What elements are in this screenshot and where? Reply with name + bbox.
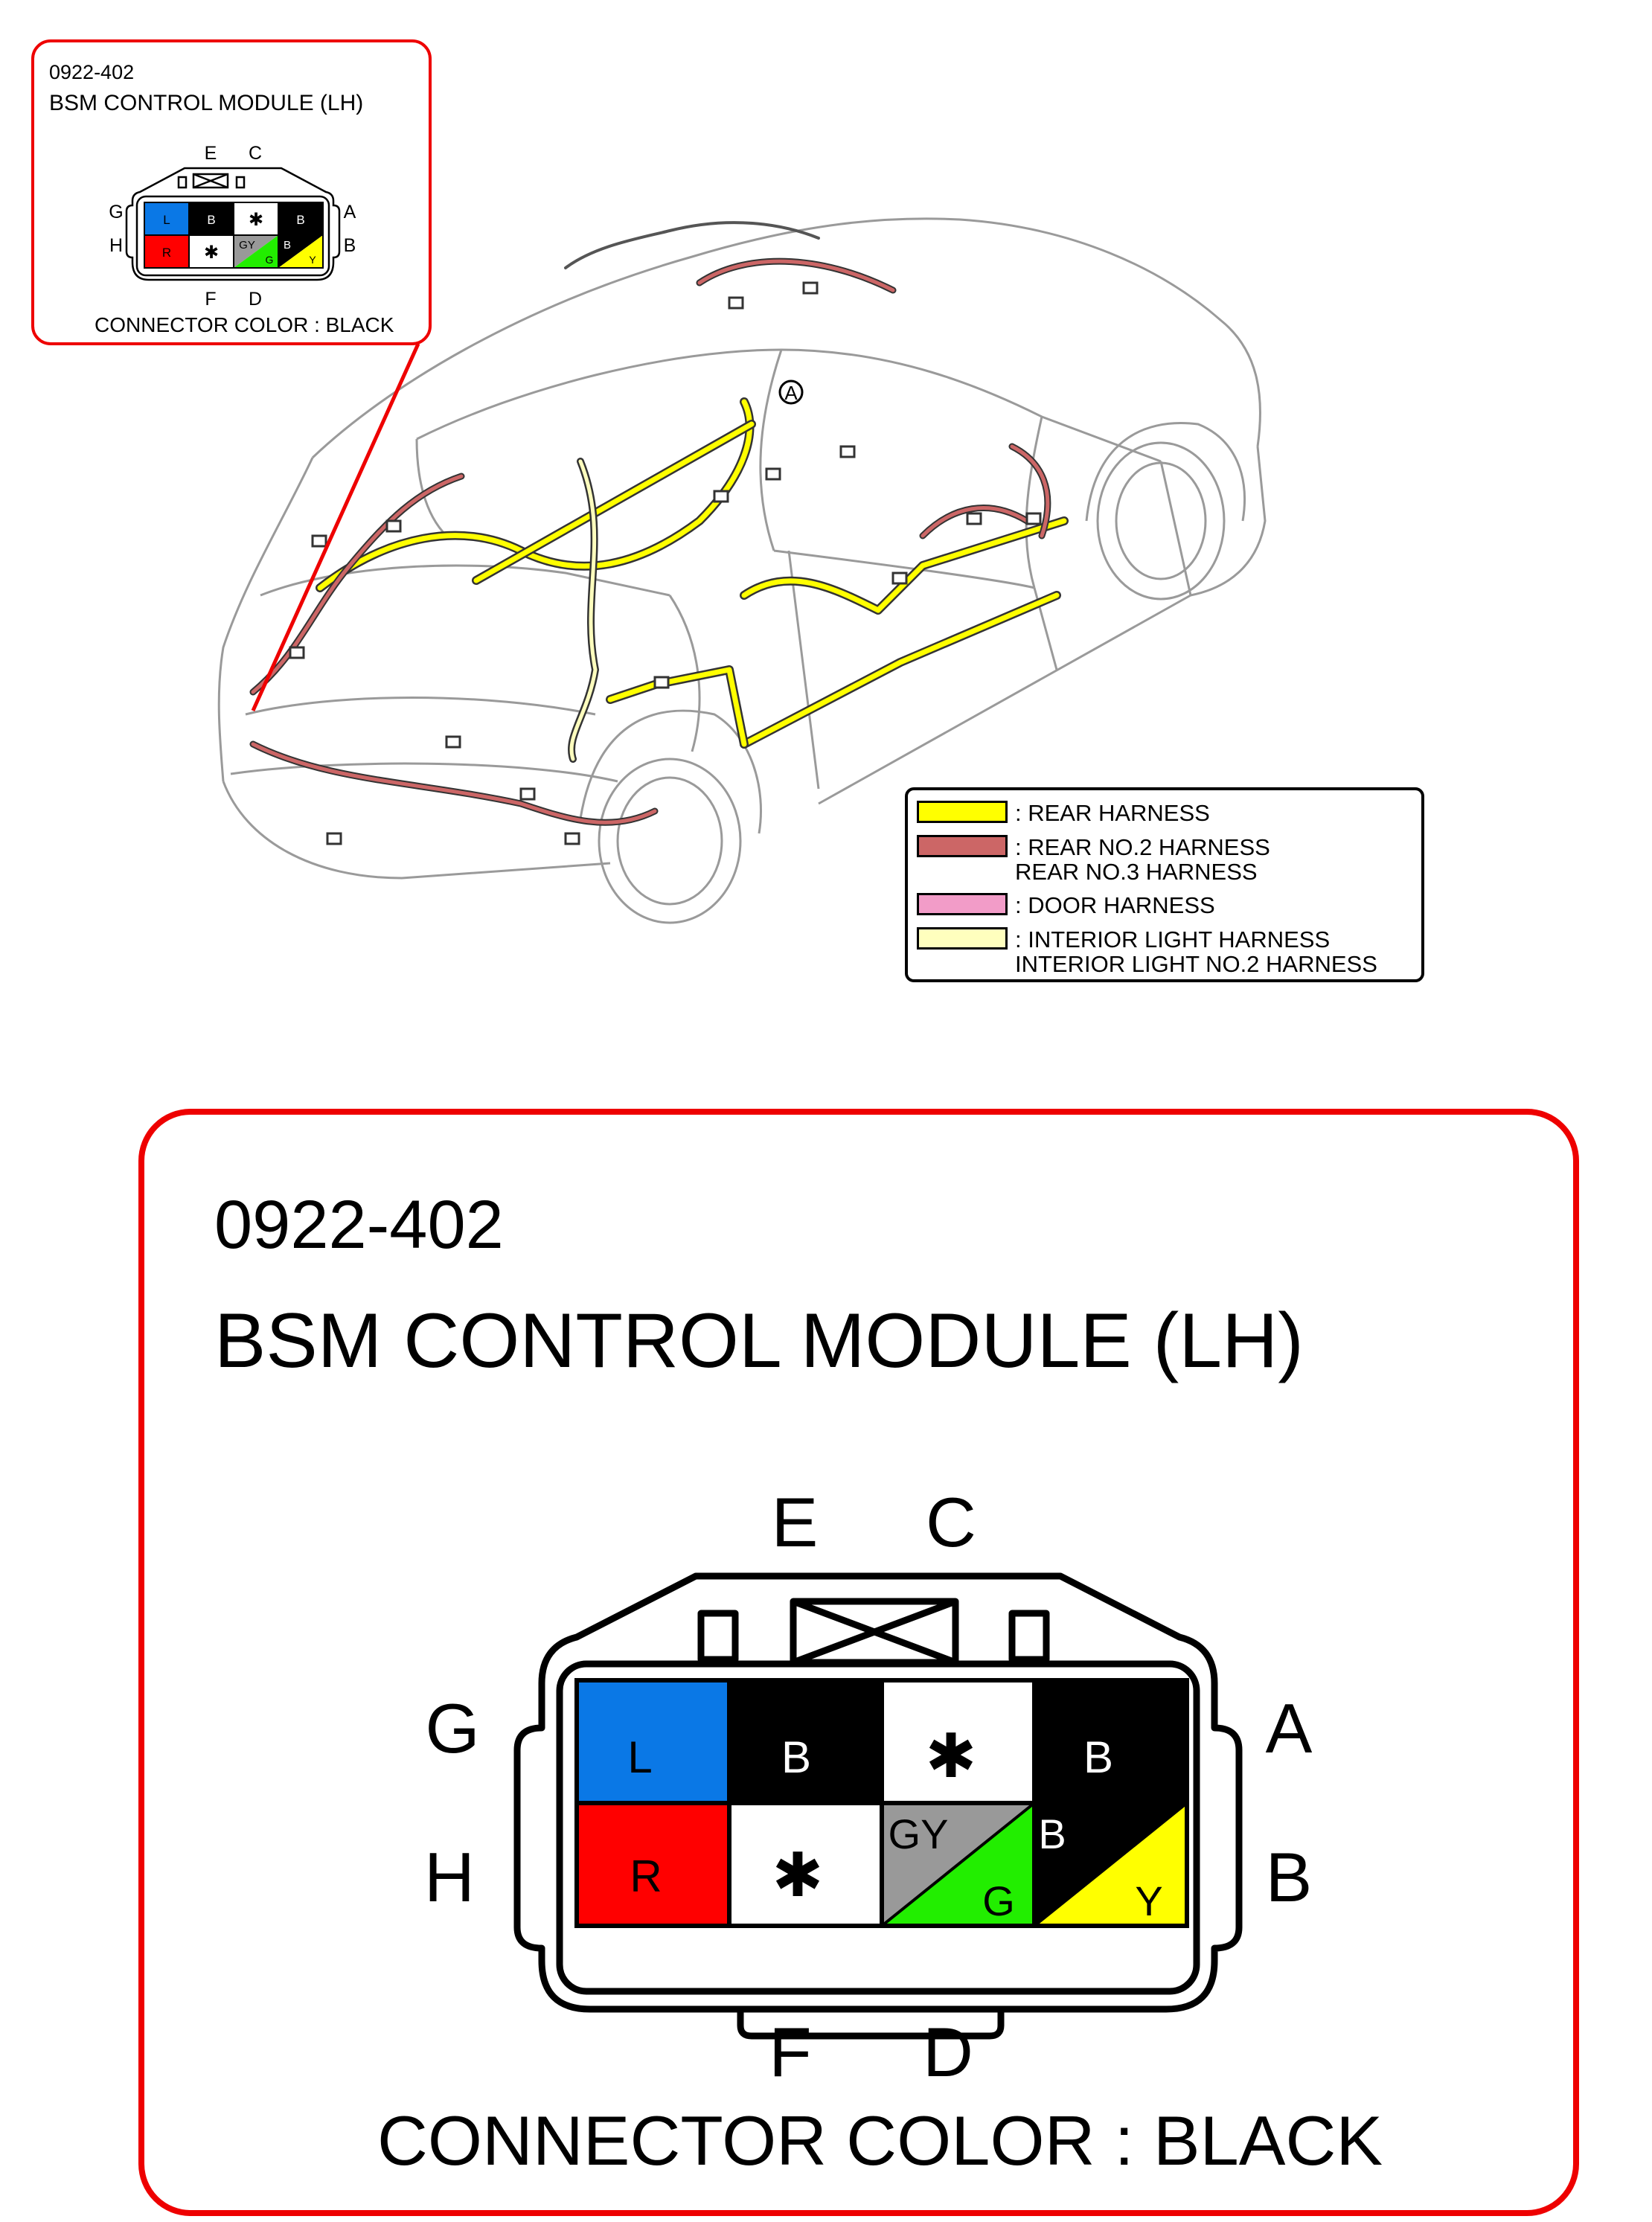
small-pin-label-D: D [249, 289, 262, 310]
svg-text:GY: GY [239, 239, 255, 252]
small-cavity-grid: L B ✱ B R ✱ GY G B Y [144, 202, 324, 269]
pin-label-B: B [1266, 1838, 1313, 1916]
small-pin-label-G: G [109, 202, 123, 222]
wire-label-G: L [627, 1732, 652, 1782]
pin-label-D: D [923, 2013, 973, 2084]
legend-item-door-harness: : DOOR HARNESS [917, 893, 1215, 918]
wire-label-E: B [781, 1732, 811, 1782]
small-callout-connector-color: CONNECTOR COLOR : BLACK [95, 313, 394, 336]
svg-text:L: L [163, 213, 170, 227]
svg-text:B: B [284, 239, 291, 252]
svg-text:✱: ✱ [204, 243, 219, 263]
wire-label-H: R [630, 1851, 662, 1901]
wire-label-B-1: B [1038, 1810, 1066, 1857]
legend-swatch [917, 801, 1008, 823]
small-callout-title: BSM CONTROL MODULE (LH) [49, 91, 364, 115]
cavity-B [1032, 1801, 1189, 1928]
wire-label-B-2: Y [1135, 1877, 1162, 1924]
wire-label-A: B [1083, 1732, 1113, 1782]
legend-swatch [917, 927, 1008, 950]
pin-label-H: H [424, 1838, 475, 1916]
harness-legend: : REAR HARNESS : REAR NO.2 HARNESS REAR … [905, 787, 1424, 982]
large-callout-connector-color: CONNECTOR COLOR : BLACK [377, 2101, 1383, 2180]
small-connector-face: E C G H A B F D L B ✱ B R ✱ GY G B Y [109, 143, 356, 310]
cavity-G [574, 1678, 731, 1805]
large-callout-title: BSM CONTROL MODULE (LH) [214, 1298, 1304, 1384]
svg-text:G: G [266, 254, 274, 266]
small-callout [31, 39, 432, 345]
cavity-F [727, 1801, 884, 1928]
legend-swatch [917, 835, 1008, 857]
svg-text:✱: ✱ [249, 210, 263, 230]
small-pin-label-F: F [205, 289, 216, 310]
cavity-grid: L B ✱ B R ✱ GY G B Y [574, 1678, 1189, 1928]
svg-text:B: B [296, 213, 304, 227]
connector-housing [513, 1572, 1243, 2040]
legend-label: : REAR HARNESS [1015, 800, 1210, 826]
pin-label-G: G [425, 1689, 479, 1767]
wire-label-F: ✱ [772, 1842, 824, 1909]
legend-item-rear-harness: : REAR HARNESS [917, 801, 1210, 825]
small-pin-label-B: B [344, 235, 356, 256]
large-connector-face: E C G H A B F D L [424, 1488, 1313, 2084]
marker-A-label: A [784, 382, 798, 404]
vehicle-outline [217, 217, 1267, 924]
vehicle-harness-illustration: A [217, 217, 1267, 924]
wire-label-D-1: GY [889, 1810, 949, 1857]
wire-label-C: ✱ [926, 1723, 977, 1790]
svg-text:B: B [207, 213, 215, 227]
legend-label: : INTERIOR LIGHT HARNESS INTERIOR LIGHT … [1015, 926, 1377, 977]
small-pin-label-C: C [249, 143, 262, 164]
legend-swatch [917, 893, 1008, 915]
harness-routing [249, 221, 1069, 826]
small-pin-label-E: E [205, 143, 217, 164]
pin-label-E: E [772, 1488, 819, 1561]
wire-label-D-2: G [982, 1877, 1015, 1924]
pin-label-A: A [1266, 1689, 1313, 1767]
svg-text:R: R [162, 246, 171, 260]
legend-label: : REAR NO.2 HARNESS REAR NO.3 HARNESS [1015, 834, 1270, 885]
pin-label-F: F [769, 2013, 811, 2084]
marker-A: A [778, 380, 804, 405]
cavity-E [727, 1678, 884, 1805]
small-pin-label-H: H [109, 235, 123, 256]
svg-text:Y: Y [309, 254, 316, 266]
legend-label: : DOOR HARNESS [1015, 892, 1215, 918]
legend-item-interior-light-harness: : INTERIOR LIGHT HARNESS INTERIOR LIGHT … [917, 927, 1377, 976]
small-pin-label-A: A [344, 202, 356, 222]
large-callout-code: 0922-402 [214, 1187, 504, 1263]
harness-connectors [289, 281, 1042, 845]
pin-label-C: C [926, 1488, 976, 1561]
small-callout-code: 0922-402 [49, 61, 135, 83]
callout-leader-line [251, 342, 420, 712]
small-connector-housing [125, 167, 341, 281]
legend-item-rear-no2-harness: : REAR NO.2 HARNESS REAR NO.3 HARNESS [917, 835, 1270, 884]
